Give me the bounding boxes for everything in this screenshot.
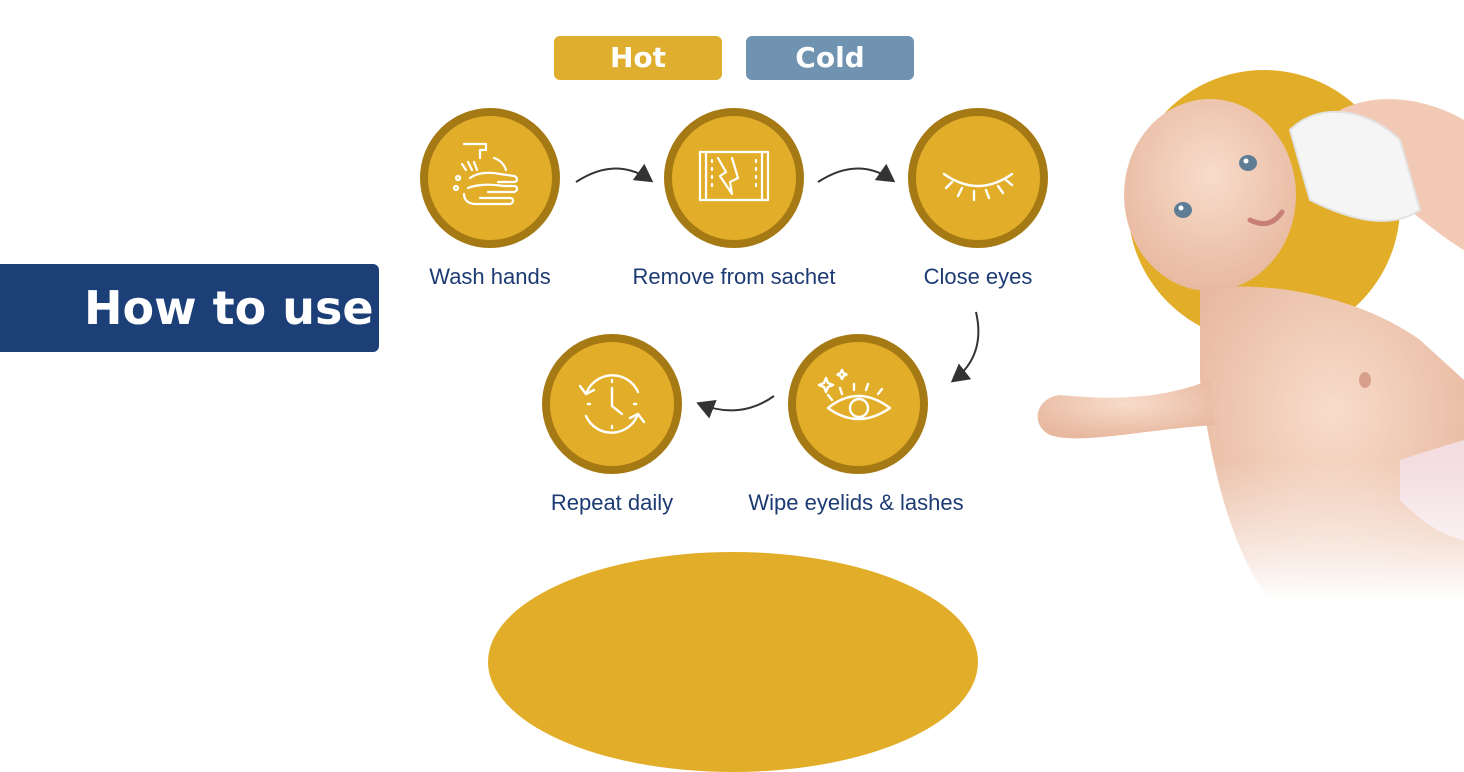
cold-badge: Cold <box>746 36 914 80</box>
wash-hands-icon <box>452 142 519 206</box>
step-3-circle <box>908 108 1048 248</box>
step-3-label: Close eyes <box>923 264 1033 289</box>
step-1-circle <box>420 108 560 248</box>
step-2-label: Remove from sachet <box>632 264 836 289</box>
arrow-step2-to-step3 <box>817 163 896 183</box>
step-4-label: Wipe eyelids & lashes <box>748 490 964 515</box>
step-1-label: Wash hands <box>429 264 551 289</box>
open-eye-icon <box>818 368 892 421</box>
step-2-circle <box>664 108 804 248</box>
decorative-gold-arc <box>488 552 978 772</box>
section-title: How to use <box>0 264 379 352</box>
step-4-circle <box>788 334 928 474</box>
arrow-step1-to-step2 <box>575 163 654 183</box>
clock-repeat-icon <box>578 374 646 434</box>
step-5-label: Repeat daily <box>550 490 674 515</box>
closed-eye-icon <box>942 172 1014 202</box>
baby-photo <box>1020 99 1464 600</box>
hot-badge: Hot <box>554 36 722 80</box>
step-5-circle <box>542 334 682 474</box>
arrow-step4-to-step5 <box>696 395 775 419</box>
sachet-icon <box>698 150 770 202</box>
arrow-step3-to-step4 <box>950 311 980 383</box>
